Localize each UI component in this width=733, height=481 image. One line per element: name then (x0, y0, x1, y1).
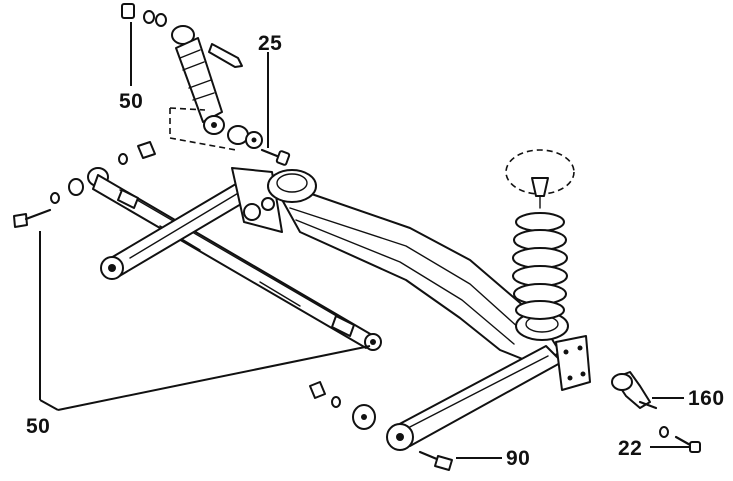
upper-washer-2 (155, 13, 167, 27)
shock-absorber-assembly (121, 3, 291, 166)
callout-shock-bolt: 25 (258, 32, 283, 55)
spindle-mounting-plate (555, 335, 591, 391)
panhard-rod-assembly (13, 141, 382, 351)
upper-nut (121, 3, 135, 19)
left-spring-seat (267, 169, 317, 203)
lower-bushing (227, 125, 249, 145)
shock-bolt-head (275, 150, 291, 166)
axle-beam (267, 169, 569, 367)
bushing-nut (309, 381, 326, 399)
upper-washer (143, 10, 155, 24)
shock-body (175, 37, 223, 123)
lateral-link (100, 167, 283, 280)
spring-isolator (531, 177, 549, 197)
panhard-rod (92, 174, 373, 349)
right-trailing-arm (386, 335, 591, 451)
spindle-bolt-head (689, 441, 701, 453)
spindle-washer (659, 426, 669, 438)
leader-lines (39, 22, 690, 459)
panhard-bolt-head (13, 213, 28, 228)
callout-spindle-bolt: 22 (618, 437, 643, 460)
coil-spring (505, 149, 575, 320)
callout-panhard-rod: 50 (26, 415, 51, 438)
callout-spindle: 160 (688, 387, 725, 410)
panhard-nut (137, 141, 156, 159)
arm-bushing-bolt-head (434, 455, 453, 471)
arm-bushing-hardware (309, 381, 453, 471)
spindle-assembly (611, 371, 701, 453)
callout-shock-upper: 50 (119, 90, 144, 113)
top-pin (208, 43, 243, 68)
callout-bushing-bolt: 90 (506, 447, 531, 470)
rod-bushing-small (68, 178, 84, 196)
